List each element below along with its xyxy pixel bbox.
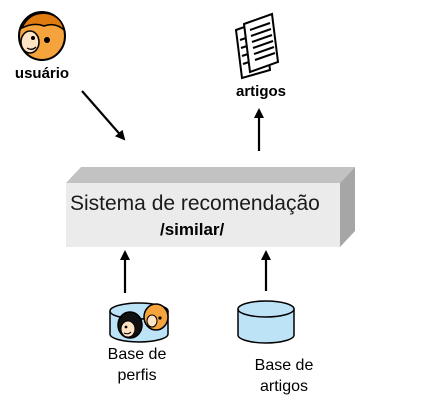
articles-label: artigos [235,83,286,100]
system-box-front [66,183,340,247]
documents-icon [234,12,280,80]
profiles-db-label-line1: Base de [107,346,167,363]
system-subtitle: /similar/ [160,220,225,239]
user-face-icon [18,11,66,61]
articles-db-label-line1: Base de [254,357,314,374]
articles-db-label-line2: artigos [259,378,309,395]
system-box-side [340,167,355,247]
system-box [66,167,355,247]
user-label: usuário [14,65,70,82]
profiles-database-icon [109,302,169,343]
database-icon [237,300,295,344]
arrow-user-to-system [81,90,126,141]
system-title: Sistema de recomendação [70,192,320,215]
system-box-top [66,167,355,183]
profiles-db-label-line2: perfis [117,367,157,384]
